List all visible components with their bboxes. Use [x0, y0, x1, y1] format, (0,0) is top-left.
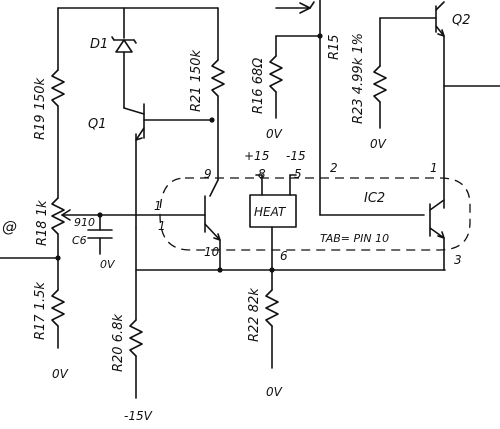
label-pin5: 5 [294, 167, 302, 181]
label-q1: Q1 [88, 117, 107, 132]
label-d1: D1 [90, 37, 108, 52]
label-r23: R23 4.99k 1% [351, 33, 366, 124]
q2-r23-area [373, 1, 500, 209]
label-pin6: 6 [280, 249, 288, 263]
label-tab: TAB= PIN 10 [320, 232, 389, 245]
label-minus15: -15 [286, 149, 306, 163]
label-pin1-left2: 1 [158, 219, 166, 233]
label-q2: Q2 [452, 13, 471, 28]
label-pin2: 2 [330, 161, 338, 175]
label-r15: R15 [327, 34, 342, 60]
label-r20: R20 6.8k [111, 314, 126, 372]
label-r21: R21 150k [189, 49, 204, 112]
label-pin8: 8 [258, 167, 266, 181]
label-at: @ [2, 218, 17, 236]
label-heat: HEAT [254, 205, 287, 219]
label-ov-c6: 0V [100, 258, 116, 271]
heat-box [249, 174, 297, 291]
label-c6: C6 [72, 234, 87, 247]
r22-resistor [265, 289, 279, 369]
label-c6-value: 910 [74, 216, 95, 229]
left-rail [0, 7, 219, 349]
label-r17: R17 1.5k [33, 282, 48, 340]
dashed-outline [159, 177, 471, 251]
bottom-bus [135, 267, 446, 273]
label-ov-r22: 0V [266, 385, 283, 399]
label-ov-r16: 0V [266, 127, 283, 141]
r21-column [204, 7, 225, 271]
label-pin3: 3 [454, 253, 462, 267]
label-r22: R22 82k [247, 288, 262, 342]
r16-r15-area [269, 0, 323, 216]
label-minus15v: -15V [124, 409, 153, 423]
label-ov-r23: 0V [370, 137, 387, 151]
label-r19: R19 150k [33, 77, 48, 140]
ic2-block [319, 199, 445, 271]
label-r16: R16 68Ω [251, 58, 266, 114]
label-pin1: 1 [430, 161, 438, 175]
label-plus15: +15 [244, 149, 269, 163]
label-r18: R18 1k [35, 200, 50, 246]
c6-capacitor [87, 212, 113, 255]
label-pin9: 9 [204, 167, 212, 181]
label-pin10: 10 [204, 245, 220, 259]
label-ic2: IC2 [364, 191, 385, 206]
label-ov-r17: 0V [52, 367, 69, 381]
d1-q1-column [111, 7, 215, 399]
label-pin1-left: 1 [154, 199, 162, 213]
